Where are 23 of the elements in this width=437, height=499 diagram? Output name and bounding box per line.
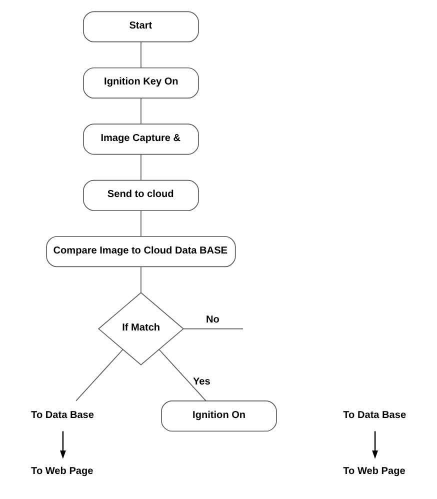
node-box: Send to cloud xyxy=(82,180,198,211)
node-diamond: If Match xyxy=(97,292,184,366)
node-text: To Data Base xyxy=(342,410,406,421)
node-box: Compare Image to Cloud Data BASE xyxy=(46,236,236,268)
connector xyxy=(75,349,123,402)
node-box: Ignition Key On xyxy=(82,67,198,98)
connector xyxy=(140,42,141,68)
connector xyxy=(140,154,141,181)
arrow xyxy=(372,431,378,459)
connector xyxy=(140,98,141,124)
edge-label: Yes xyxy=(192,376,210,388)
node-box: Ignition On xyxy=(160,400,276,432)
node-box: Start xyxy=(82,11,198,42)
node-box: Image Capture & xyxy=(82,124,198,155)
node-text: To Web Page xyxy=(30,466,93,478)
node-text: To Data Base xyxy=(30,410,94,421)
connector xyxy=(140,210,141,237)
connector xyxy=(158,349,206,402)
node-text: To Web Page xyxy=(342,466,405,478)
edge-label: No xyxy=(206,314,219,326)
connector xyxy=(140,266,141,293)
arrow xyxy=(60,431,66,459)
connector xyxy=(182,328,243,330)
